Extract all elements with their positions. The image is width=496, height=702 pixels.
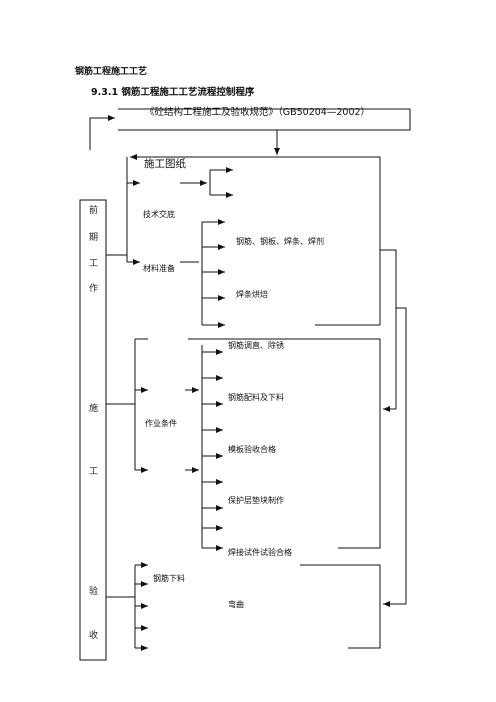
phase-char: 作: [89, 284, 99, 294]
phase-char: 前: [89, 206, 99, 216]
phase-char: 工: [89, 467, 99, 477]
phase-column-box: [79, 199, 107, 661]
section-heading: 9.3.1 钢筋工程施工工艺流程控制程序: [91, 87, 255, 98]
node-material-prep: 材料准备: [143, 264, 175, 273]
node-materials-list: 钢筋、钢板、焊条、焊剂: [236, 237, 324, 246]
loop-to-drawings: [130, 154, 381, 325]
node-batching-cutting: 钢筋配料及下料: [228, 393, 284, 402]
node-cover-block: 保护层垫块制作: [228, 496, 284, 505]
phase-char: 收: [89, 631, 99, 641]
node-formwork-accepted: 模板验收合格: [228, 445, 276, 454]
node-weld-test-passed: 焊接试件试验合格: [228, 548, 292, 557]
node-bending: 弯曲: [228, 600, 244, 609]
node-work-conditions: 作业条件: [145, 419, 177, 428]
node-construction-drawings: 施工图纸: [144, 158, 186, 170]
phase-char: 工: [89, 259, 99, 269]
phase-char: 施: [89, 404, 99, 414]
phase-char: 期: [89, 233, 99, 243]
entry-bracket: [89, 115, 115, 150]
node-rebar-cutting: 钢筋下料: [153, 574, 185, 583]
phase-char: 验: [89, 587, 99, 597]
standard-box-outline: [118, 108, 411, 131]
node-straighten-derust: 钢筋调直、除锈: [228, 341, 284, 350]
feedback-right-1: [380, 249, 397, 409]
document-title: 钢筋工程施工工艺: [75, 67, 148, 77]
feedback-right-2: [396, 307, 407, 604]
standard-reference: 《砼结构工程施工及验收规范》（GB50204—2002）: [145, 107, 371, 118]
node-electrode-drying: 焊条烘焙: [236, 290, 268, 299]
node-technical-briefing: 技术交底: [143, 210, 175, 219]
